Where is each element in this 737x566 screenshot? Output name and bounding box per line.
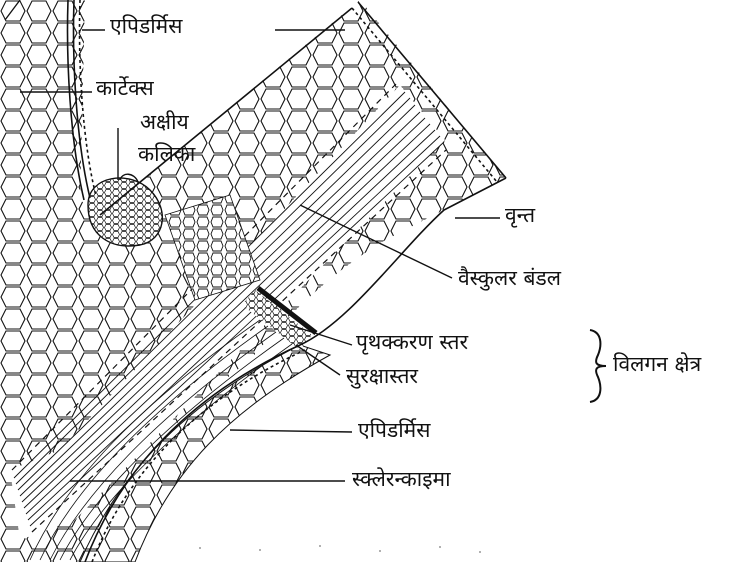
label-separation-layer: पृथक्करण स्तर bbox=[356, 332, 468, 353]
label-axillary-bud-line2: कलिका bbox=[138, 144, 195, 165]
label-epidermis-top: एपिडर्मिस bbox=[110, 16, 182, 37]
label-abscission-zone: विलगन क्षेत्र bbox=[613, 354, 701, 375]
label-protective-layer: सुरक्षास्तर bbox=[346, 366, 418, 387]
label-sclerenchyma: स्क्लेरन्काइमा bbox=[352, 469, 451, 490]
label-petiole: वृन्त bbox=[505, 205, 535, 226]
label-epidermis-bottom: एपिडर्मिस bbox=[358, 420, 430, 441]
abscission-zone-brace bbox=[590, 330, 606, 402]
label-axillary-bud-line1: अक्षीय bbox=[140, 112, 189, 133]
label-vascular-bundle: वैस्कुलर बंडल bbox=[458, 268, 561, 289]
label-cortex: कार्टेक्स bbox=[96, 78, 154, 99]
scan-speckles bbox=[199, 545, 481, 553]
